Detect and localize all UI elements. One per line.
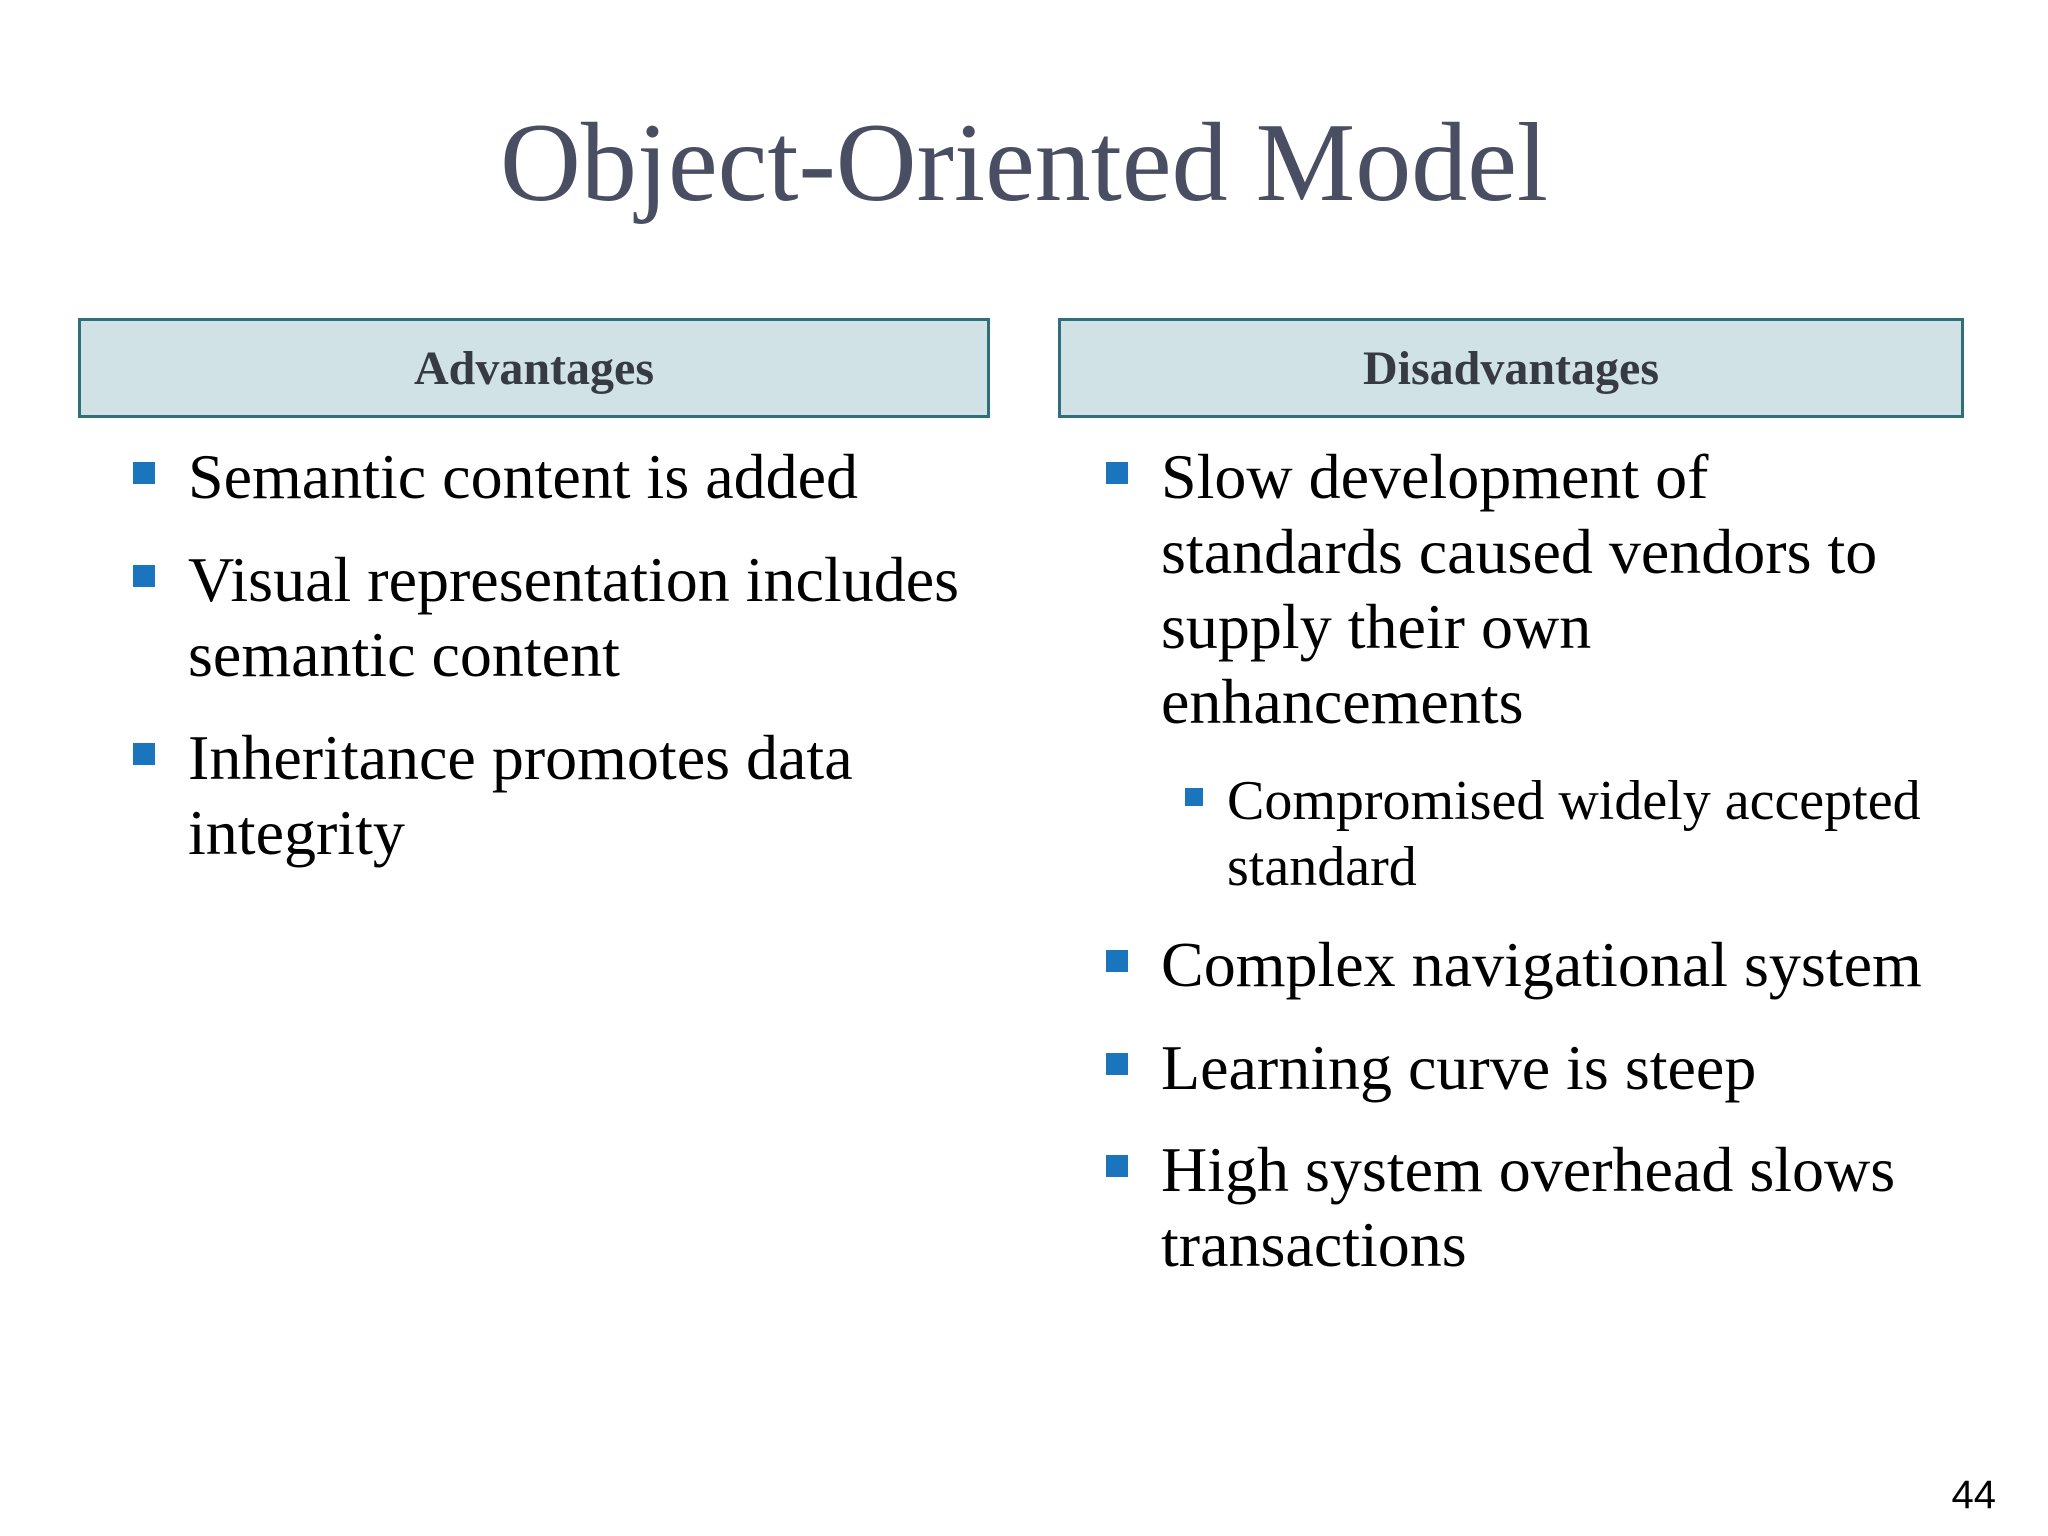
list-item: Complex navigational system: [1058, 928, 1964, 1003]
bullet-square-icon: [1185, 787, 1203, 806]
advantages-header-label: Advantages: [413, 341, 655, 395]
page-number: 44: [1951, 1473, 1997, 1517]
disadvantages-header-label: Disadvantages: [1362, 341, 1660, 395]
bullet-square-icon: [133, 564, 155, 587]
list-item-text: Visual representation includes semantic …: [188, 543, 960, 690]
list-sub-item: Compromised widely accepted standard: [1058, 768, 1964, 900]
list-item-text: Inheritance promotes data integrity: [188, 721, 853, 868]
page-title: Object-Oriented Model: [499, 101, 1549, 225]
bullet-square-icon: [133, 742, 155, 765]
list-item-text: Complex navigational system: [1161, 928, 1922, 1000]
list-item: Learning curve is steep: [1058, 1031, 1964, 1106]
bullet-square-icon: [133, 462, 155, 484]
list-item: High system overhead slows transactions: [1058, 1133, 1964, 1283]
bullet-square-icon: [1106, 1052, 1128, 1075]
list-item-text: Compromised widely accepted standard: [1227, 769, 1921, 898]
bullet-square-icon: [1106, 462, 1128, 484]
advantages-list: Semantic content is added Visual represe…: [78, 440, 990, 870]
disadvantages-column: Disadvantages Slow development of standa…: [1058, 318, 1964, 1311]
list-item: Visual representation includes semantic …: [78, 543, 990, 693]
bullet-square-icon: [1106, 949, 1128, 972]
advantages-header-box: Advantages: [78, 318, 990, 418]
bullet-square-icon: [1106, 1155, 1128, 1178]
disadvantages-header-box: Disadvantages: [1058, 318, 1964, 418]
list-item-text: Slow development of standards caused ven…: [1161, 441, 1878, 737]
list-item-text: Semantic content is added: [188, 441, 859, 512]
disadvantages-list: Slow development of standards caused ven…: [1058, 440, 1964, 1283]
list-item: Slow development of standards caused ven…: [1058, 440, 1964, 740]
list-item-text: High system overhead slows transactions: [1161, 1134, 1896, 1281]
list-item: Inheritance promotes data integrity: [78, 721, 990, 871]
list-item-text: Learning curve is steep: [1161, 1031, 1757, 1103]
list-item: Semantic content is added: [78, 440, 990, 515]
advantages-column: Advantages Semantic content is added Vis…: [78, 318, 990, 898]
